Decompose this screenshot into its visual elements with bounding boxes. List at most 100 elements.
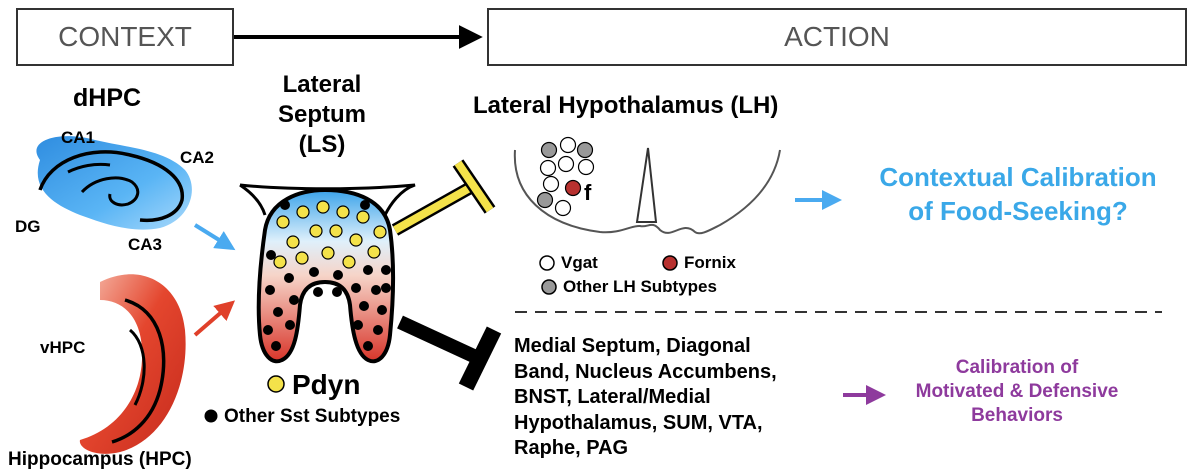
dhpc-shape bbox=[36, 136, 192, 230]
vhpc-to-ls-arrow bbox=[193, 300, 236, 337]
ls-sst-neuron bbox=[289, 295, 299, 305]
food-line1: Contextual Calibration bbox=[879, 162, 1157, 192]
ls-sst-neuron bbox=[360, 200, 370, 210]
ls-neuron-dots bbox=[263, 200, 391, 351]
vhpc-label: vHPC bbox=[40, 338, 86, 357]
ls-pdyn-neuron bbox=[309, 224, 323, 238]
vhpc-shape bbox=[79, 274, 186, 454]
ls-sst-neuron bbox=[381, 265, 391, 275]
ls-sst-neuron bbox=[363, 341, 373, 351]
ca2-label: CA2 bbox=[180, 148, 215, 167]
lh-other-cell bbox=[536, 191, 554, 209]
ls-pdyn-neuron bbox=[329, 224, 343, 238]
lh-brain-outline bbox=[513, 147, 781, 235]
ls-pdyn-neuron bbox=[367, 245, 381, 259]
ca1-label: CA1 bbox=[61, 128, 96, 147]
behaviors-outcome: Calibration of Motivated & Defensive Beh… bbox=[882, 356, 1152, 428]
sst-to-targets-projection bbox=[397, 315, 502, 391]
dg-label: DG bbox=[15, 217, 41, 236]
pdyn-to-lh-projection bbox=[391, 159, 496, 236]
dhpc-to-ls-arrow bbox=[193, 223, 236, 251]
legend-sst-dot bbox=[204, 409, 218, 423]
ls-sst-neuron bbox=[332, 287, 342, 297]
context-label: CONTEXT bbox=[58, 21, 192, 52]
lh-vgat-cell bbox=[559, 136, 577, 154]
targets-line3: BNST, Lateral/Medial bbox=[514, 386, 711, 408]
ls-sst-neuron bbox=[371, 285, 381, 295]
hpc-label: Hippocampus (HPC) bbox=[8, 449, 192, 470]
targets-line4: Hypothalamus, SUM, VTA, bbox=[514, 411, 763, 434]
legend-fornix-label: Fornix bbox=[684, 253, 736, 272]
ls-sst-neuron bbox=[280, 200, 290, 210]
ls-sst-neuron bbox=[273, 307, 283, 317]
fornix-marker: f bbox=[584, 180, 592, 205]
ls-sst-neuron bbox=[359, 301, 369, 311]
ls-pdyn-neuron bbox=[286, 235, 300, 249]
ls-pdyn-neuron bbox=[321, 246, 335, 260]
targets-line2: Band, Nucleus Accumbens, bbox=[514, 360, 777, 383]
ls-sst-neuron bbox=[381, 283, 391, 293]
ls-pdyn-neuron bbox=[356, 210, 370, 224]
ls-pdyn-neuron bbox=[296, 205, 310, 219]
ls-pdyn-neuron bbox=[336, 205, 350, 219]
lh-title: Lateral Hypothalamus (LH) bbox=[473, 92, 779, 119]
ca3-label: CA3 bbox=[128, 235, 163, 254]
ls-sst-neuron bbox=[351, 283, 361, 293]
lateral-septum-shape bbox=[239, 183, 416, 364]
ls-pdyn-neuron bbox=[349, 233, 363, 247]
lh-fornix-cell bbox=[564, 179, 582, 197]
ls-sst-neuron bbox=[363, 265, 373, 275]
lh-cell-cluster bbox=[536, 136, 595, 217]
food-seeking-outcome: Contextual Calibration of Food-Seeking? bbox=[848, 160, 1188, 228]
action-label: ACTION bbox=[784, 21, 890, 52]
pdyn-label: Pdyn bbox=[292, 369, 361, 400]
ls-sst-neuron bbox=[265, 285, 275, 295]
ls-sst-neuron bbox=[284, 273, 294, 283]
legend-vgat-dot bbox=[539, 255, 555, 271]
ls-pdyn-neuron bbox=[316, 200, 330, 214]
behav-line3: Behaviors bbox=[971, 405, 1063, 426]
ls-sst-neuron bbox=[285, 320, 295, 330]
ls-sst-neuron bbox=[373, 325, 383, 335]
context-box: CONTEXT bbox=[16, 8, 234, 66]
behav-line2: Motivated & Defensive bbox=[915, 381, 1119, 402]
lh-other-cell bbox=[576, 141, 594, 159]
ls-title-line2: Septum bbox=[277, 101, 366, 128]
legend-vgat-label: Vgat bbox=[561, 253, 598, 272]
ls-title-line1: Lateral bbox=[282, 71, 362, 98]
ls-title-line3: (LS) bbox=[298, 131, 346, 158]
ls-pdyn-neuron bbox=[295, 251, 309, 265]
targets-line1: Medial Septum, Diagonal bbox=[514, 335, 751, 357]
legend-other-lh-label: Other LH Subtypes bbox=[563, 277, 717, 296]
ls-sst-neuron bbox=[313, 287, 323, 297]
targets-line5: Raphe, PAG bbox=[514, 437, 629, 459]
food-line2: of Food-Seeking? bbox=[908, 196, 1128, 226]
ls-pdyn-neuron bbox=[373, 225, 387, 239]
ls-sst-neuron bbox=[333, 270, 343, 280]
ls-title: Lateral Septum (LS) bbox=[262, 70, 382, 160]
ls-sst-neuron bbox=[377, 305, 387, 315]
lh-vgat-cell bbox=[539, 159, 557, 177]
lh-vgat-cell bbox=[577, 158, 595, 176]
ls-sst-neuron bbox=[309, 267, 319, 277]
dhpc-label: dHPC bbox=[73, 84, 142, 112]
lh-other-cell bbox=[540, 141, 558, 159]
action-box: ACTION bbox=[487, 8, 1187, 66]
ls-pdyn-neuron bbox=[273, 255, 287, 269]
behav-line1: Calibration of bbox=[955, 357, 1079, 378]
lh-vgat-cell bbox=[557, 155, 575, 173]
ls-pdyn-neuron bbox=[276, 215, 290, 229]
legend-other-lh-dot bbox=[541, 279, 557, 295]
lh-vgat-cell bbox=[554, 199, 572, 217]
legend-fornix-dot bbox=[662, 255, 678, 271]
ls-sst-neuron bbox=[266, 250, 276, 260]
ls-sst-neuron bbox=[353, 320, 363, 330]
targets-list: Medial Septum, Diagonal Band, Nucleus Ac… bbox=[514, 334, 777, 462]
lh-vgat-cell bbox=[542, 175, 560, 193]
ls-sst-neuron bbox=[271, 341, 281, 351]
sst-label: Other Sst Subtypes bbox=[224, 406, 401, 427]
ls-sst-neuron bbox=[263, 325, 273, 335]
ls-pdyn-neuron bbox=[342, 255, 356, 269]
legend-pdyn-dot bbox=[267, 375, 285, 393]
